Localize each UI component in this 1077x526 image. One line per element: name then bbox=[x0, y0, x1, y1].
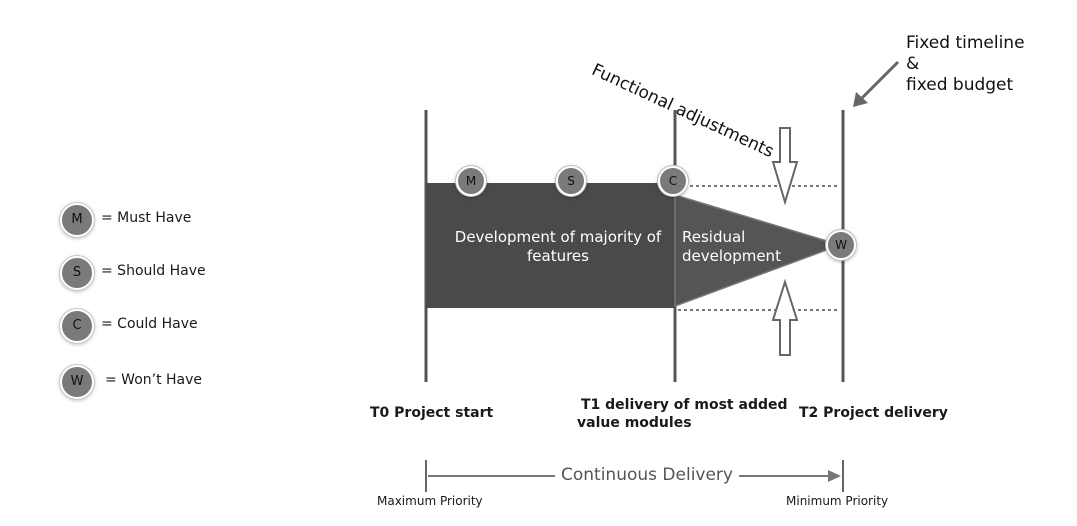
residual-line2: development bbox=[682, 247, 781, 265]
badge-must: M bbox=[456, 166, 486, 196]
milestone-t1-line1: T1 delivery of most added bbox=[581, 397, 788, 413]
legend-badge-should: S bbox=[60, 256, 94, 290]
axis-arrowhead bbox=[828, 470, 841, 482]
badge-could: C bbox=[658, 166, 688, 196]
fixed-line1: Fixed timeline bbox=[906, 33, 1025, 53]
minimum-priority-label: Minimum Priority bbox=[786, 494, 889, 508]
fixed-line3: fixed budget bbox=[906, 75, 1014, 95]
badge-should: S bbox=[556, 166, 586, 196]
legend-badge-could: C bbox=[60, 309, 94, 343]
fixed-arrow-shaft bbox=[860, 60, 900, 100]
fixed-arrow-head bbox=[853, 92, 868, 107]
main-development-line1: Development of majority of bbox=[454, 228, 662, 246]
residual-development-label: Residual development bbox=[682, 228, 781, 266]
legend-label-should: = Should Have bbox=[101, 263, 206, 279]
badge-wont: W bbox=[826, 230, 856, 260]
residual-development-wedge bbox=[674, 193, 843, 308]
continuous-delivery-label: Continuous Delivery bbox=[555, 465, 739, 485]
fixed-line2: & bbox=[906, 54, 920, 74]
maximum-priority-label: Maximum Priority bbox=[377, 494, 483, 508]
main-development-label: Development of majority of features bbox=[448, 228, 668, 266]
residual-line1: Residual bbox=[682, 228, 746, 246]
main-development-block bbox=[426, 183, 675, 308]
legend-badge-wont: W bbox=[60, 365, 94, 399]
legend-label-wont: = Won’t Have bbox=[105, 372, 203, 388]
milestone-t0: T0 Project start bbox=[370, 405, 494, 421]
milestone-t1: T1 delivery of most added value modules bbox=[577, 396, 788, 432]
compress-arrow-down bbox=[771, 127, 799, 206]
milestone-t2: T2 Project delivery bbox=[799, 405, 948, 421]
legend-label-must: = Must Have bbox=[101, 210, 192, 226]
legend-badge-must: M bbox=[60, 203, 94, 237]
milestone-t1-line2: value modules bbox=[577, 415, 692, 431]
compress-arrow-up bbox=[771, 278, 799, 356]
legend-label-could: = Could Have bbox=[101, 316, 198, 332]
fixed-timeline-label: Fixed timeline & fixed budget bbox=[906, 33, 1025, 96]
main-development-line2: features bbox=[527, 247, 589, 265]
